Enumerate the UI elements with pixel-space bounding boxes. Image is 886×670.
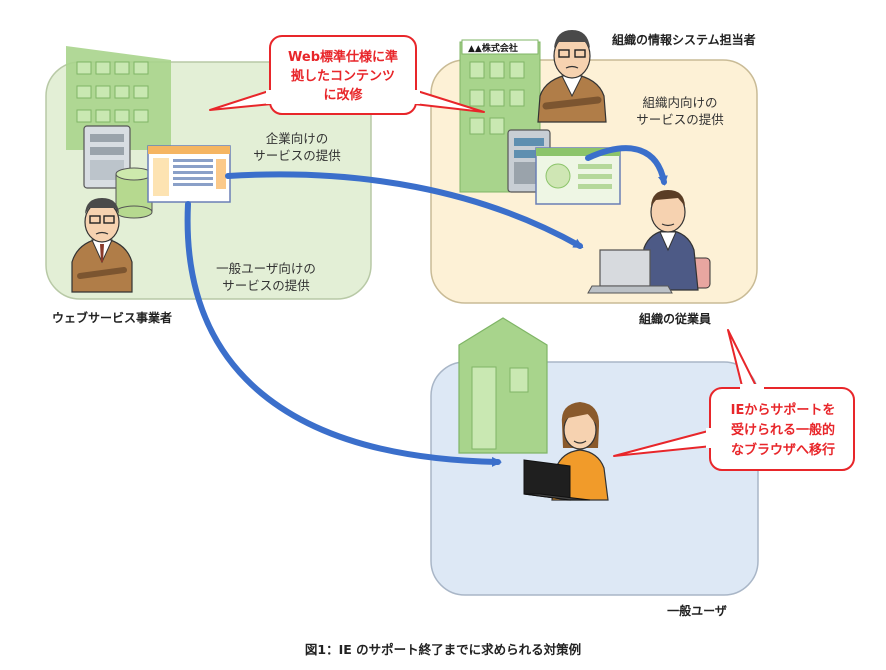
org-it-staff-label: 組織の情報システム担当者 (612, 32, 756, 47)
enterprise-service-arrow (225, 171, 584, 249)
general-user-label: 一般ユーザ (667, 603, 727, 618)
general-user-service-label-line-2: サービスの提供 (222, 278, 310, 293)
web-service-provider-label: ウェブサービス事業者 (52, 310, 172, 325)
company-sign: ▲▲株式会社 (468, 42, 518, 54)
provider-staff-person-icon (71, 198, 133, 293)
house-icon (458, 317, 548, 454)
web-standard-callout-line-1: Web標準仕様に準 (288, 49, 398, 65)
it-staff-person-icon (537, 30, 607, 123)
figure-caption: 図1：IE のサポート終了までに求められる対策例 (305, 642, 581, 657)
web-page-icon (147, 145, 231, 203)
web-standard-callout-line-2: 拠したコンテンツ (291, 68, 395, 84)
general-user-service-arrow (184, 201, 502, 467)
web-standard-callout (209, 35, 485, 115)
enterprise-service-label-line-1: 企業向けの (266, 131, 329, 146)
provider-building (66, 46, 171, 150)
database-icon (115, 167, 153, 219)
internal-service-arrow (585, 145, 668, 186)
browser-migration-callout (613, 329, 855, 471)
intranet-page-icon (535, 147, 621, 205)
internal-service-label-line-1: 組織内向けの (642, 95, 717, 110)
general-user-laptop-icon (523, 459, 591, 501)
browser-migration-callout-line-1: IEからサポートを (731, 402, 836, 418)
enterprise-service-label-line-2: サービスの提供 (253, 148, 341, 163)
internal-service-label-line-2: サービスの提供 (636, 112, 724, 127)
employee-laptop-icon (587, 249, 673, 294)
browser-migration-callout-line-2: 受けられる一般的 (731, 422, 835, 438)
browser-migration-callout-line-3: なブラウザへ移行 (731, 442, 835, 458)
web-standard-callout-line-3: に改修 (323, 87, 363, 103)
employee-person-icon (639, 190, 711, 291)
org-employee-label: 組織の従業員 (639, 311, 711, 326)
general-user-service-label-line-1: 一般ユーザ向けの (216, 261, 316, 276)
